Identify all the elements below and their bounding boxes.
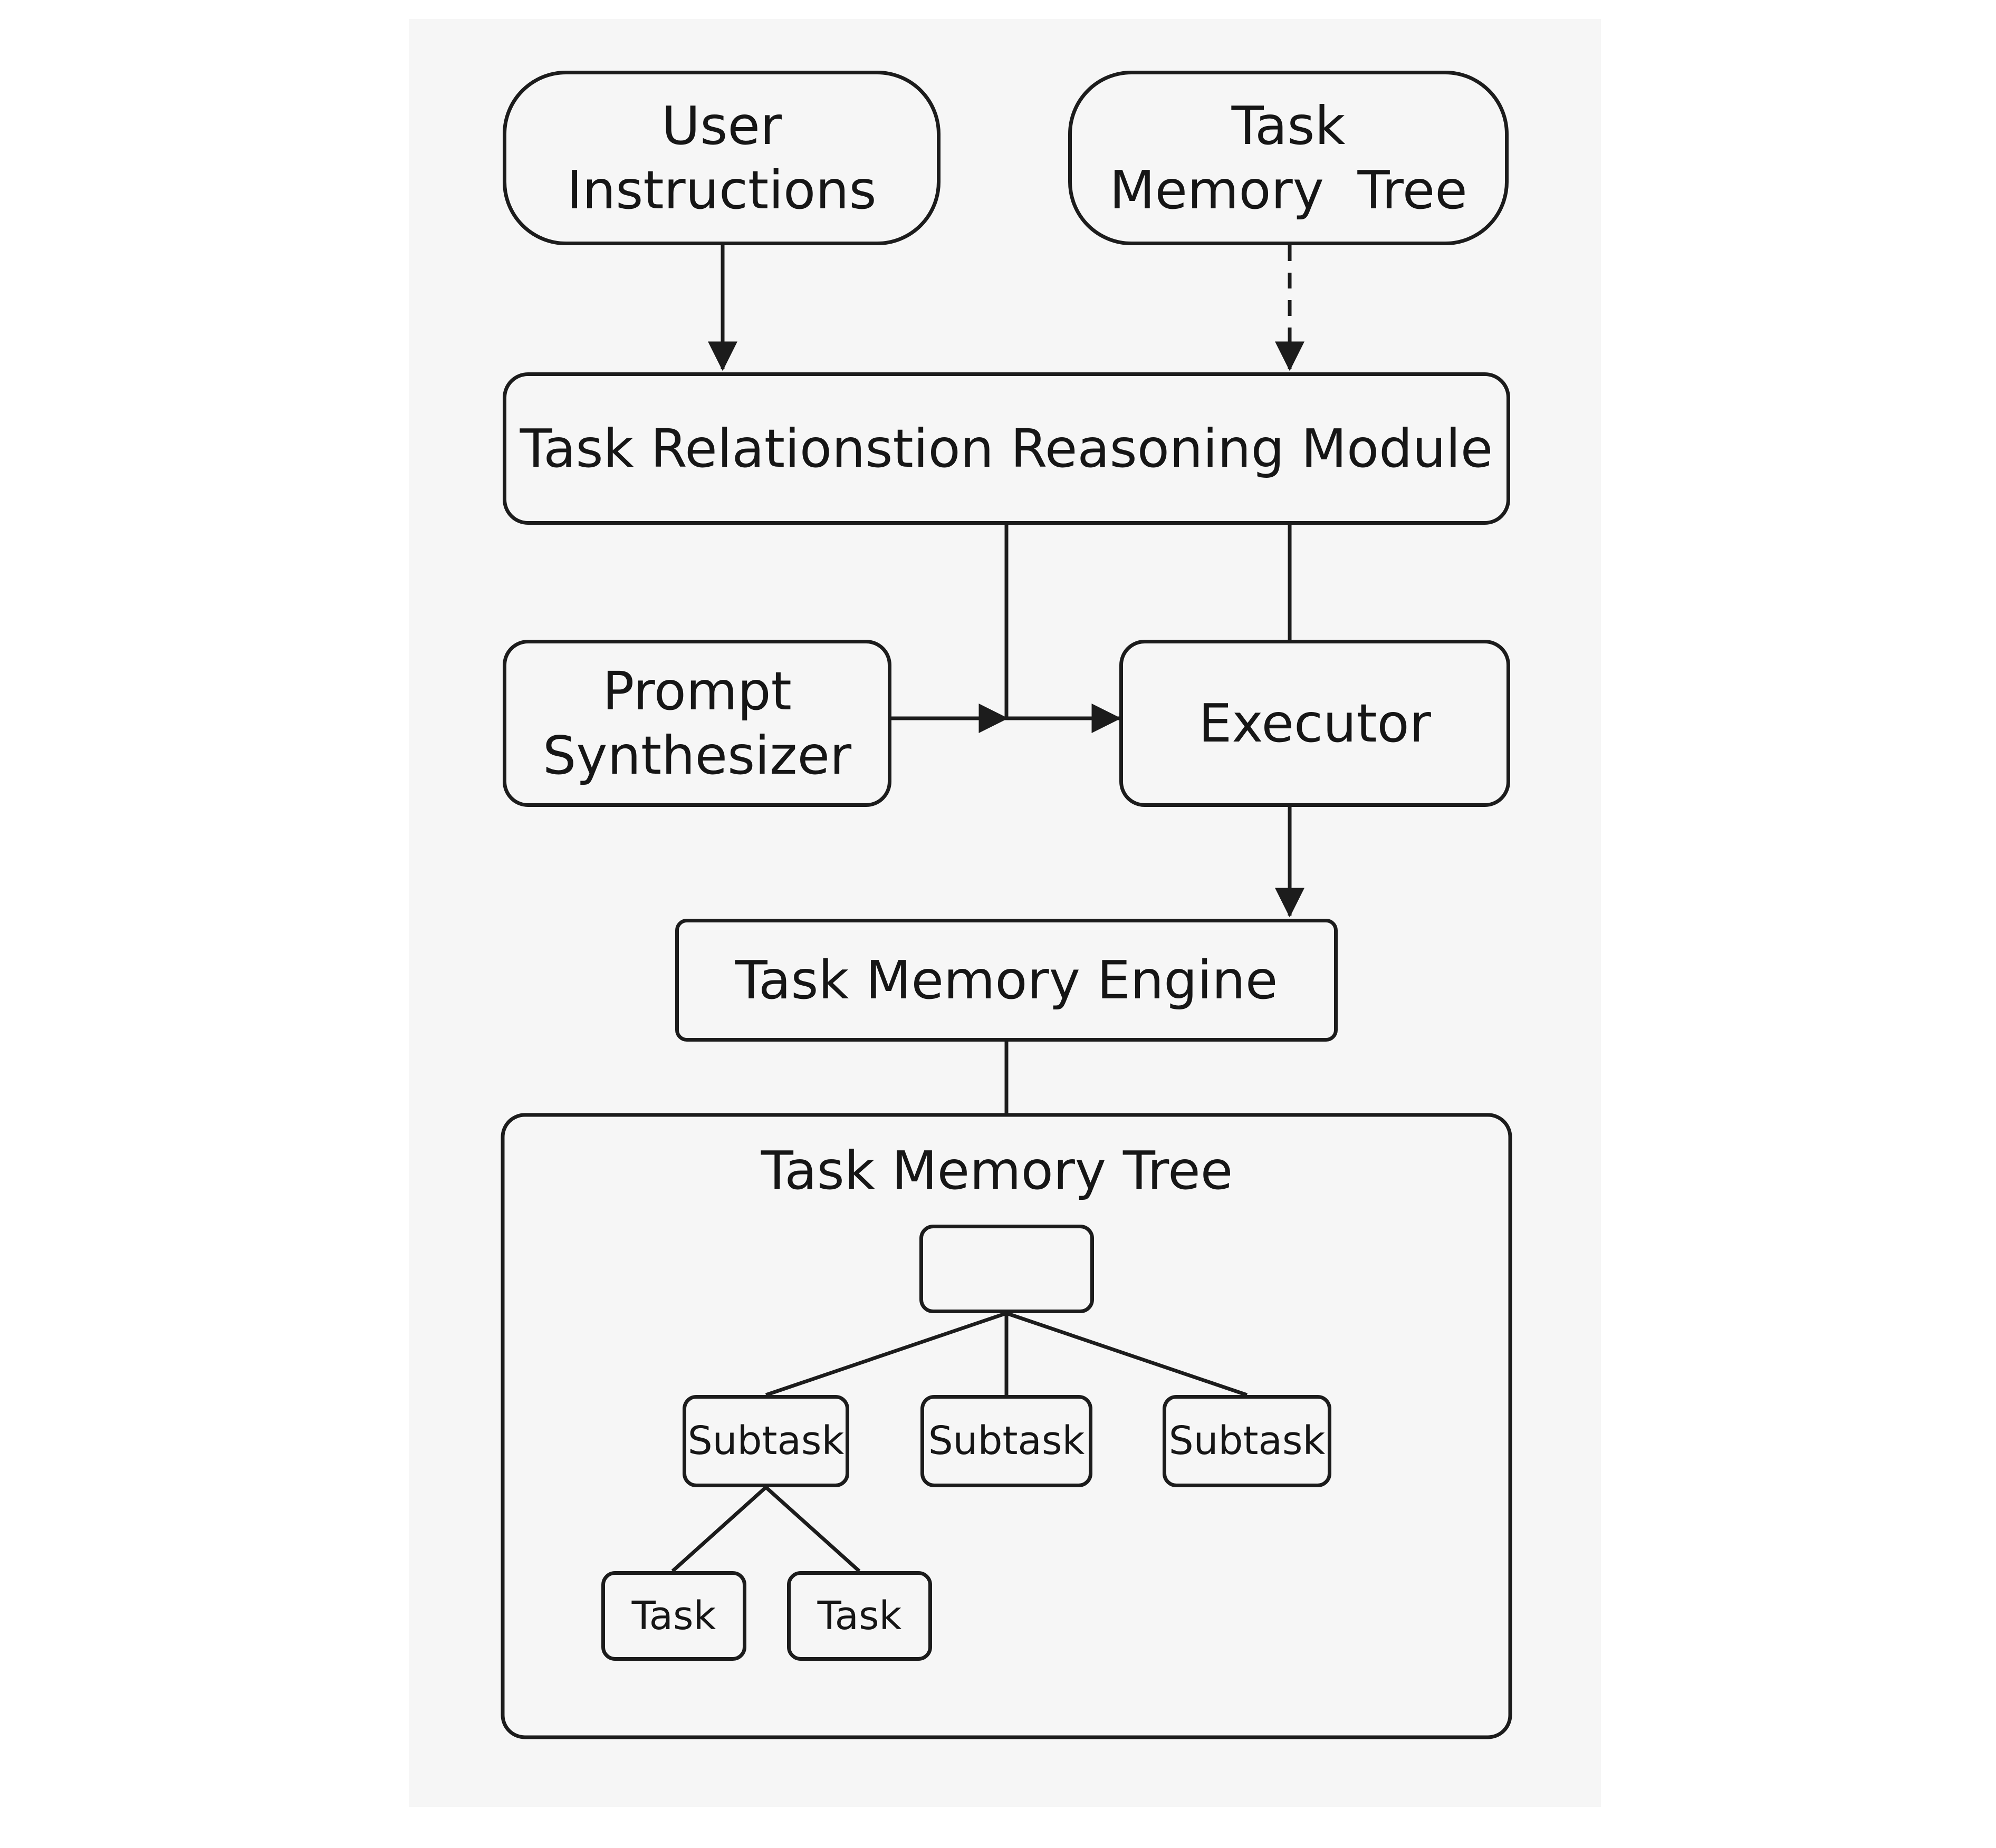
subtask-node-2: Subtask <box>920 1395 1092 1487</box>
user-instructions-line2: Instructions <box>567 159 877 221</box>
reasoning-module-node: Task Relationstion Reasoning Module <box>503 372 1510 525</box>
tree-edge-root-subtask-3 <box>1005 1311 1248 1397</box>
task-memory-engine-node: Task Memory Engine <box>675 919 1338 1042</box>
subtask-node-1: Subtask <box>683 1395 849 1487</box>
tree-root-node <box>919 1225 1094 1313</box>
diagram-panel <box>409 19 1601 1807</box>
task-label-2: Task <box>817 1593 902 1639</box>
task-memory-tree-input-node: Task Memory Tree <box>1068 71 1509 245</box>
user-instructions-node: User Instructions <box>503 71 941 245</box>
tree-edge-subtask-task-1 <box>671 1486 767 1573</box>
task-memory-tree-input-line1: Task <box>1231 94 1346 157</box>
task-node-2: Task <box>787 1571 932 1661</box>
reasoning-module-label: Task Relationstion Reasoning Module <box>520 417 1493 479</box>
task-memory-tree-title: Task Memory Tree <box>761 1140 1233 1201</box>
prompt-synthesizer-line2: Synthesizer <box>542 724 852 786</box>
subtask-label-2: Subtask <box>928 1418 1085 1464</box>
tree-edge-subtask-task-2 <box>764 1486 861 1573</box>
executor-label: Executor <box>1198 692 1431 754</box>
subtask-node-3: Subtask <box>1163 1395 1331 1487</box>
executor-node: Executor <box>1119 640 1510 807</box>
subtask-label-1: Subtask <box>687 1418 845 1464</box>
subtask-label-3: Subtask <box>1168 1418 1326 1464</box>
task-label-1: Task <box>631 1593 716 1639</box>
task-node-1: Task <box>601 1571 746 1661</box>
task-memory-tree-container <box>501 1113 1512 1739</box>
tree-edge-root-subtask-1 <box>765 1311 1007 1397</box>
prompt-synthesizer-node: Prompt Synthesizer <box>503 640 891 807</box>
task-memory-tree-input-line2: Memory Tree <box>1109 159 1467 221</box>
task-memory-engine-label: Task Memory Engine <box>735 949 1278 1011</box>
prompt-synthesizer-line1: Prompt <box>602 660 792 722</box>
user-instructions-line1: User <box>661 94 782 157</box>
